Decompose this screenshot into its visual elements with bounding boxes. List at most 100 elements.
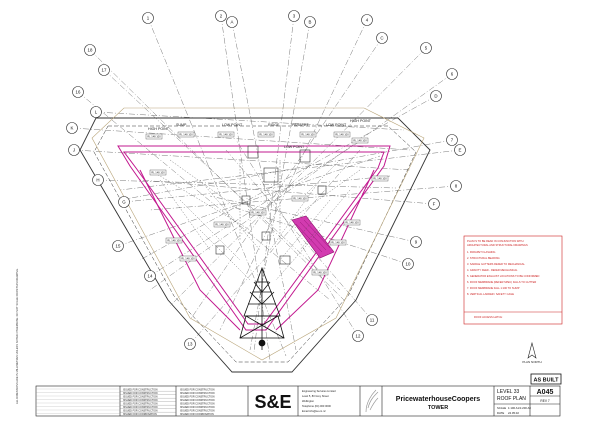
notes-item: 3. SADDLE GUTTERS REFER TO MECHANICAL (467, 262, 525, 266)
date-label: DATE (497, 411, 504, 415)
rl-tag-label: RL 148.100 (167, 239, 181, 243)
rl-tag: RL 148.100 (145, 133, 163, 140)
grid-bubble-label: G (122, 200, 126, 205)
revision-row-right: ISSUED FOR CONSTRUCTION (180, 392, 215, 395)
rl-tag-label: RL 148.100 (335, 133, 349, 137)
grid-bubble-label: 9 (415, 240, 418, 245)
north-label: PLAN NORTH (522, 360, 541, 364)
grid-bubble: 5 (420, 42, 432, 54)
as-built-label: AS BUILT (534, 378, 560, 384)
plant-unit-5 (317, 185, 327, 195)
rl-tag: RL 148.100 (165, 237, 183, 244)
company-details: Engineering Services Limited Level 5, 80… (302, 389, 336, 413)
rl-tag-label: RL 148.100 (147, 135, 161, 139)
rl-tag: RL 148.100 (179, 255, 197, 262)
hatch-lines (295, 219, 331, 253)
revision-row: ISSUED FOR CONSTRUCTION (123, 403, 158, 406)
drawing-tags: HIGH POINT SUMP LOW POINT RIDGE PARAPET … (148, 119, 372, 149)
grid-bubble-label: 6 (451, 72, 454, 77)
rl-tag-label: RL 148.100 (345, 221, 359, 225)
rl-tag-label: RL 148.100 (353, 139, 367, 143)
grid-bubble-label: A (231, 20, 234, 25)
rl-tag: RL 148.100 (177, 131, 195, 138)
grid-bubble: H (92, 174, 104, 186)
revision-row-right: ISSUED FOR COORDINATION (180, 413, 214, 416)
sheet-title: LEVEL 33 ROOF PLAN (497, 389, 526, 402)
rl-tag-label: RL 148.100 (251, 211, 265, 215)
plant-unit-4 (241, 195, 251, 205)
grid-bubble: 14 (144, 270, 156, 282)
spire-lattice (239, 266, 285, 350)
plant-unit-2 (263, 167, 279, 183)
as-built-stamp (530, 373, 562, 385)
svg-text:Engineering Services Limited: Engineering Services Limited (302, 389, 336, 393)
rl-tag: RL 148.100 (249, 209, 267, 216)
grid-bubble: E (454, 144, 466, 156)
grid-bubble: 3 (288, 10, 300, 22)
tag-sump-1: SUMP (176, 123, 187, 127)
revision-row: ISSUED FOR CONSTRUCTION (123, 406, 158, 409)
revision-row-right: ISSUED FOR CONSTRUCTION (180, 399, 215, 402)
grid-bubble: C (376, 32, 388, 44)
grid-bubble: 17 (98, 64, 110, 76)
grid-bubble-label: K (71, 126, 74, 131)
grid-bubble-label: 3 (293, 14, 296, 19)
grid-bubble-label: 8 (455, 184, 458, 189)
grid-bubble: 15 (112, 240, 124, 252)
grid-bubble-label: 17 (102, 68, 107, 73)
grid-bubble: F (428, 198, 440, 210)
grid-bubble-label: 11 (370, 318, 375, 323)
rl-tag-label: RL 148.100 (151, 171, 165, 175)
rl-tag-label: RL 148.100 (331, 241, 345, 245)
rl-tag-label: RL 148.100 (215, 223, 229, 227)
revision-row-right: ISSUED FOR CONSTRUCTION (180, 389, 215, 392)
plant-unit-3 (299, 149, 311, 163)
grid-bubble-label: E (459, 148, 462, 153)
rl-tag-label: RL 148.100 (181, 257, 195, 261)
tag-high-point-2: HIGH POINT (350, 119, 372, 123)
revision-row-right: ISSUED FOR CONSTRUCTION (180, 403, 215, 406)
grid-bubble-label: 7 (451, 138, 454, 143)
drawing-number: A045 (537, 389, 554, 396)
revision-row: ISSUED FOR CONSTRUCTION (123, 399, 158, 402)
tag-parapet-1: PARAPET (292, 123, 309, 127)
rl-boxes: RL 148.100 RL 148.100 RL 148.100 RL 148.100… (145, 131, 389, 276)
rl-tag: RL 148.100 (371, 175, 389, 182)
date-value: 24.05.02 (508, 411, 519, 415)
svg-text:Level 5, 80 Grey Street: Level 5, 80 Grey Street (302, 394, 329, 398)
grid-bubble-label: L (95, 110, 98, 115)
notes-item: 4. GRAVITY FEED - REFER MECHANICAL (467, 268, 518, 272)
notes-item: 1. PARAPET FLASHING (467, 250, 495, 254)
grid-bubble-label: 15 (116, 244, 121, 249)
rl-tag: RL 148.100 (257, 131, 275, 138)
grid-bubble-label: 2 (220, 14, 223, 19)
grid-bubble: J (68, 144, 80, 156)
notes-panel (463, 235, 563, 325)
grid-bubble-label: 1 (147, 16, 150, 21)
revision-row: ISSUED FOR CONSTRUCTION (123, 389, 158, 392)
rl-tag: RL 148.100 (329, 239, 347, 246)
svg-text:Email info@se.co.nz: Email info@se.co.nz (302, 409, 326, 413)
grid-bubble-label: F (433, 202, 436, 207)
rl-tag-label: RL 148.100 (293, 197, 307, 201)
outer-slab-edge (79, 117, 431, 373)
rl-tag: RL 148.100 (291, 195, 309, 202)
rl-tag-label: RL 148.100 (179, 133, 193, 137)
company-logo: S&E (254, 392, 291, 412)
notes-item: 6. ROOF MEMBRANE (REFER SPEC) FALLS TO G… (467, 280, 536, 284)
grid-bubble-label: J (73, 148, 75, 153)
tag-ridge-1: RIDGE (268, 123, 280, 127)
client-logo-icon (365, 389, 379, 413)
plant-equipment (215, 145, 327, 265)
grid-bubble: K (66, 122, 78, 134)
rl-tag-label: RL 148.100 (301, 133, 315, 137)
north-arrow-icon (527, 341, 537, 359)
notes-footer: ROOF ACCESS HATCH (474, 315, 502, 319)
grid-bubble: A (226, 16, 238, 28)
rl-tag: RL 148.100 (213, 221, 231, 228)
sheet-title-line-1: LEVEL 33 (497, 389, 520, 395)
grid-bubble-label: 10 (406, 262, 411, 267)
grid-bubble-label: 14 (148, 274, 153, 279)
